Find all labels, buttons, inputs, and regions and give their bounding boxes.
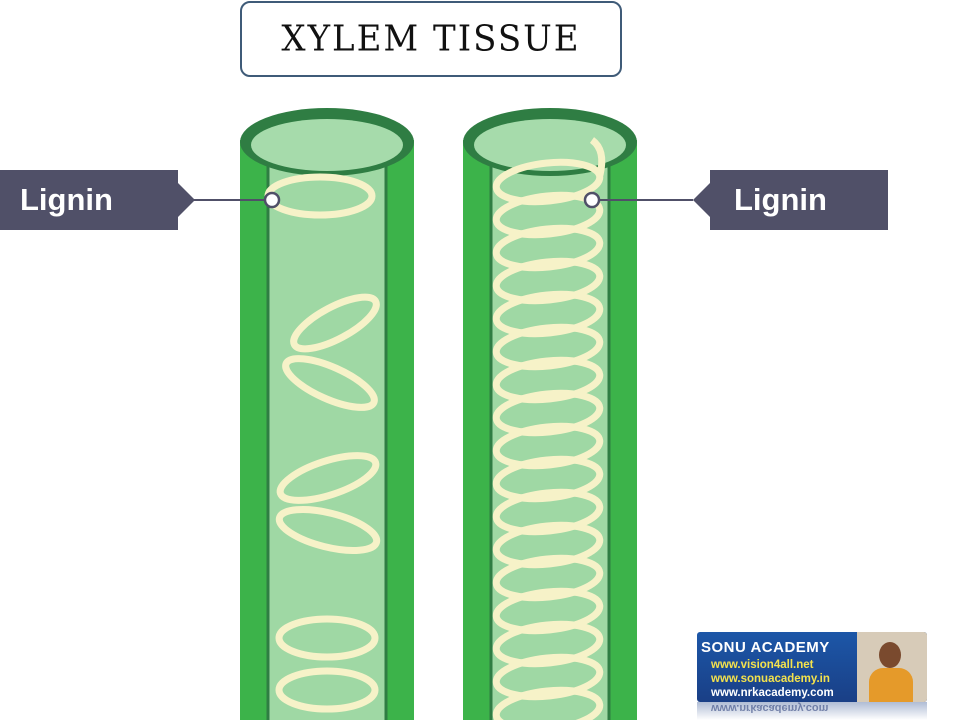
- logo-name: SONU ACADEMY: [701, 639, 830, 656]
- logo-url-vision4all: www.vision4all.net: [711, 659, 814, 671]
- presenter-body: [869, 668, 913, 702]
- lignin-spiral-turn: [492, 158, 604, 206]
- lignin-spiral-turn: [492, 356, 604, 404]
- title-box: XYLEM TISSUE: [240, 1, 622, 77]
- lignin-spiral-turn: [492, 224, 604, 272]
- lignin-spiral-turn: [492, 686, 604, 720]
- presenter-head: [879, 642, 901, 668]
- vessel-left: [240, 108, 414, 720]
- lignin-spiral-turn: [492, 257, 604, 305]
- pointer-dot-right: [583, 191, 601, 209]
- lignin-spiral-turn: [492, 620, 604, 668]
- vessel-left-opening: [251, 119, 403, 171]
- pointer-dot-left: [263, 191, 281, 209]
- label-lignin-right: Lignin: [693, 170, 888, 230]
- lignin-ring: [275, 506, 381, 554]
- lignin-spiral-turn: [492, 323, 604, 371]
- lignin-ring: [282, 355, 378, 411]
- logo-reflection: www.nrkacademy.com: [697, 702, 927, 720]
- lignin-spiral: [492, 158, 604, 720]
- lignin-ring: [275, 615, 379, 661]
- lignin-ring: [276, 452, 380, 504]
- presenter-photo: [857, 632, 927, 702]
- vessel-left-lumen: [268, 140, 386, 720]
- lignin-ring: [290, 293, 380, 353]
- lignin-ring: [275, 667, 379, 713]
- label-lignin-right-text: Lignin: [734, 182, 827, 217]
- logo-url-sonuacademy: www.sonuacademy.in: [711, 673, 830, 685]
- label-lignin-left-text: Lignin: [20, 182, 113, 217]
- vessel-right: [463, 108, 637, 720]
- lignin-spiral-turn: [492, 554, 604, 602]
- logo-reflection-text: www.nrkacademy.com: [711, 702, 829, 714]
- lignin-spiral-turn: [492, 653, 604, 701]
- lignin-spiral-turn: [492, 521, 604, 569]
- vessel-right-opening: [474, 119, 626, 171]
- logo-url-nrkacademy: www.nrkacademy.com: [711, 687, 834, 699]
- label-lignin-left: Lignin: [0, 170, 195, 230]
- lignin-spiral-turn: [492, 191, 604, 239]
- lignin-spiral-turn: [492, 290, 604, 338]
- lignin-rings-left: [264, 173, 381, 713]
- lignin-spiral-turn: [492, 488, 604, 536]
- lignin-spiral-turn: [492, 422, 604, 470]
- page-title: XYLEM TISSUE: [281, 18, 581, 60]
- sonu-academy-logo: SONU ACADEMY www.vision4all.net www.sonu…: [697, 632, 927, 702]
- lignin-spiral-turn: [492, 389, 604, 437]
- lignin-spiral-turn: [492, 455, 604, 503]
- lignin-spiral-turn: [492, 587, 604, 635]
